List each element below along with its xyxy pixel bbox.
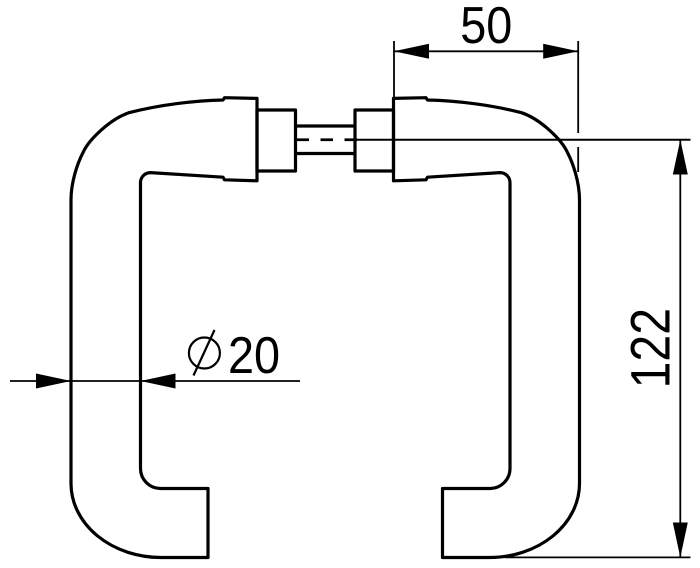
svg-text:20: 20 xyxy=(228,327,280,385)
svg-text:50: 50 xyxy=(460,0,512,55)
svg-text:122: 122 xyxy=(620,308,682,388)
